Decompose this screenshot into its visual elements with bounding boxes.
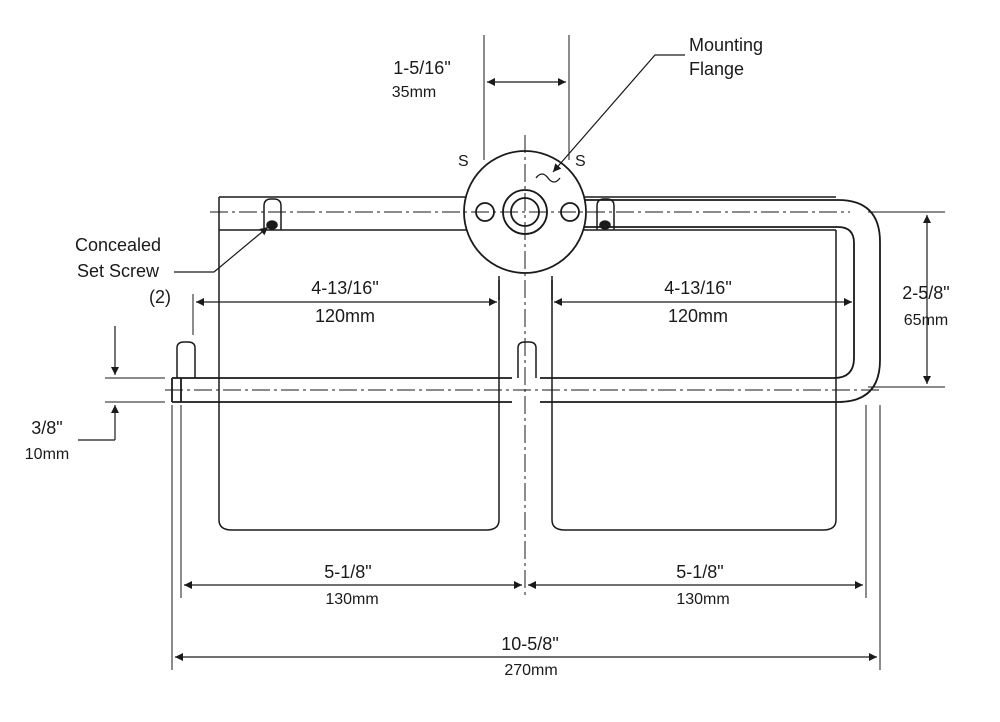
flange-width-in: 1-5/16" [393, 58, 450, 78]
extension-lines [105, 35, 945, 670]
right-half-mm: 130mm [676, 591, 729, 608]
depth-mm: 65mm [904, 312, 948, 329]
left-pin [176, 341, 196, 378]
flange-width-mm: 35mm [392, 84, 436, 101]
rod-diameter-mm: 10mm [25, 446, 69, 463]
left-roll-cover [218, 197, 500, 531]
center-pin [517, 341, 537, 378]
set-screw-label-2: Set Screw [77, 261, 160, 281]
right-half-in: 5-1/8" [676, 562, 723, 582]
dimension-lines [78, 78, 931, 661]
centerlines [165, 135, 880, 595]
mounting-flange-label-2: Flange [689, 59, 744, 79]
overall-width-mm: 270mm [504, 662, 557, 679]
right-roll-mm: 120mm [668, 306, 728, 326]
right-roll-in: 4-13/16" [664, 278, 731, 298]
set-screw-label-1: Concealed [75, 235, 161, 255]
left-roll-mm: 120mm [315, 306, 375, 326]
set-screw-label-3: (2) [149, 287, 171, 307]
right-set-screw [596, 198, 615, 230]
depth-in: 2-5/8" [902, 283, 949, 303]
left-half-in: 5-1/8" [324, 562, 371, 582]
upper-rod [540, 199, 881, 403]
left-set-screw [263, 198, 282, 230]
overall-width-in: 10-5/8" [501, 634, 558, 654]
rod-diameter-in: 3/8" [31, 418, 62, 438]
flange-letter-left: S [458, 153, 469, 170]
leader-lines [174, 54, 685, 273]
right-roll-cover [551, 230, 837, 531]
left-half-mm: 130mm [325, 591, 378, 608]
left-roll-in: 4-13/16" [311, 278, 378, 298]
mounting-flange-label-1: Mounting [689, 35, 763, 55]
flange-letter-right: S [575, 153, 586, 170]
center-post [498, 276, 553, 300]
